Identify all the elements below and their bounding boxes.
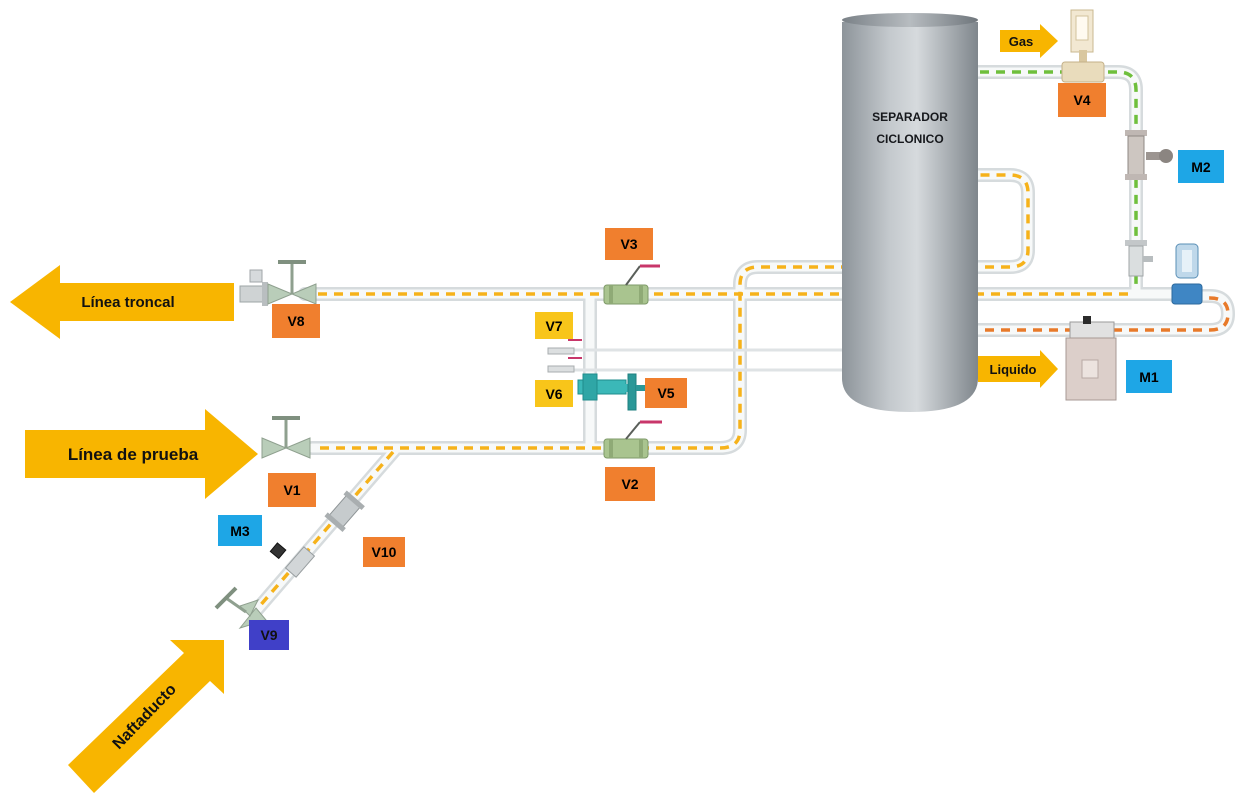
svg-text:Línea de prueba: Línea de prueba [68, 445, 199, 464]
gate-valve-icon[interactable] [239, 260, 317, 306]
flow-meter-icon[interactable] [269, 490, 365, 578]
separator-title-line1: SEPARADOR [872, 110, 948, 124]
flow-meter-icon[interactable] [1125, 130, 1173, 180]
arrow-gas: Gas [1000, 24, 1058, 58]
arrow-liquido: Liquido [978, 350, 1058, 388]
valve-tag-v7[interactable]: V7 [535, 312, 573, 339]
valve-tag-v3[interactable]: V3 [605, 228, 653, 260]
arrow-naftaducto: Naftaducto [68, 640, 224, 793]
valve-tag-v9[interactable]: V9 [249, 620, 289, 650]
svg-text:Gas: Gas [1009, 34, 1034, 49]
control-valve-icon[interactable] [1061, 9, 1105, 83]
gate-valve-icon[interactable] [261, 416, 311, 459]
pressure-gauge-icon[interactable] [1125, 240, 1153, 277]
flow-dashes [256, 70, 1230, 610]
needle-valve-icon[interactable] [547, 339, 582, 373]
svg-text:Liquido: Liquido [990, 362, 1037, 377]
control-valve-icon[interactable] [1171, 243, 1203, 305]
control-valve-icon[interactable] [577, 373, 648, 411]
valve-tag-v2[interactable]: V2 [605, 467, 655, 501]
meter-tag-m3[interactable]: M3 [218, 515, 262, 546]
ball-valve-icon[interactable] [603, 420, 662, 459]
meter-tag-m1[interactable]: M1 [1126, 360, 1172, 393]
valve-tag-v5[interactable]: V5 [645, 378, 687, 408]
separator-vessel [842, 13, 978, 412]
ball-valve-icon[interactable] [603, 264, 660, 305]
svg-text:Línea troncal: Línea troncal [81, 294, 174, 311]
gate-valve-icon[interactable] [214, 586, 267, 629]
separator-title-line2: CICLONICO [876, 132, 944, 146]
valve-tag-v8[interactable]: V8 [272, 304, 320, 338]
valve-tag-v6[interactable]: V6 [535, 380, 573, 407]
flow-meter-icon[interactable] [1065, 316, 1117, 401]
arrow-linea-prueba: Línea de prueba [25, 409, 258, 499]
valve-tag-v1[interactable]: V1 [268, 473, 316, 507]
arrow-linea-troncal: Línea troncal [10, 265, 234, 339]
meter-tag-m2[interactable]: M2 [1178, 150, 1224, 183]
valve-tag-v10[interactable]: V10 [363, 537, 405, 567]
separator-title: SEPARADOR CICLONICO [842, 106, 978, 150]
valve-tag-v4[interactable]: V4 [1058, 83, 1106, 117]
